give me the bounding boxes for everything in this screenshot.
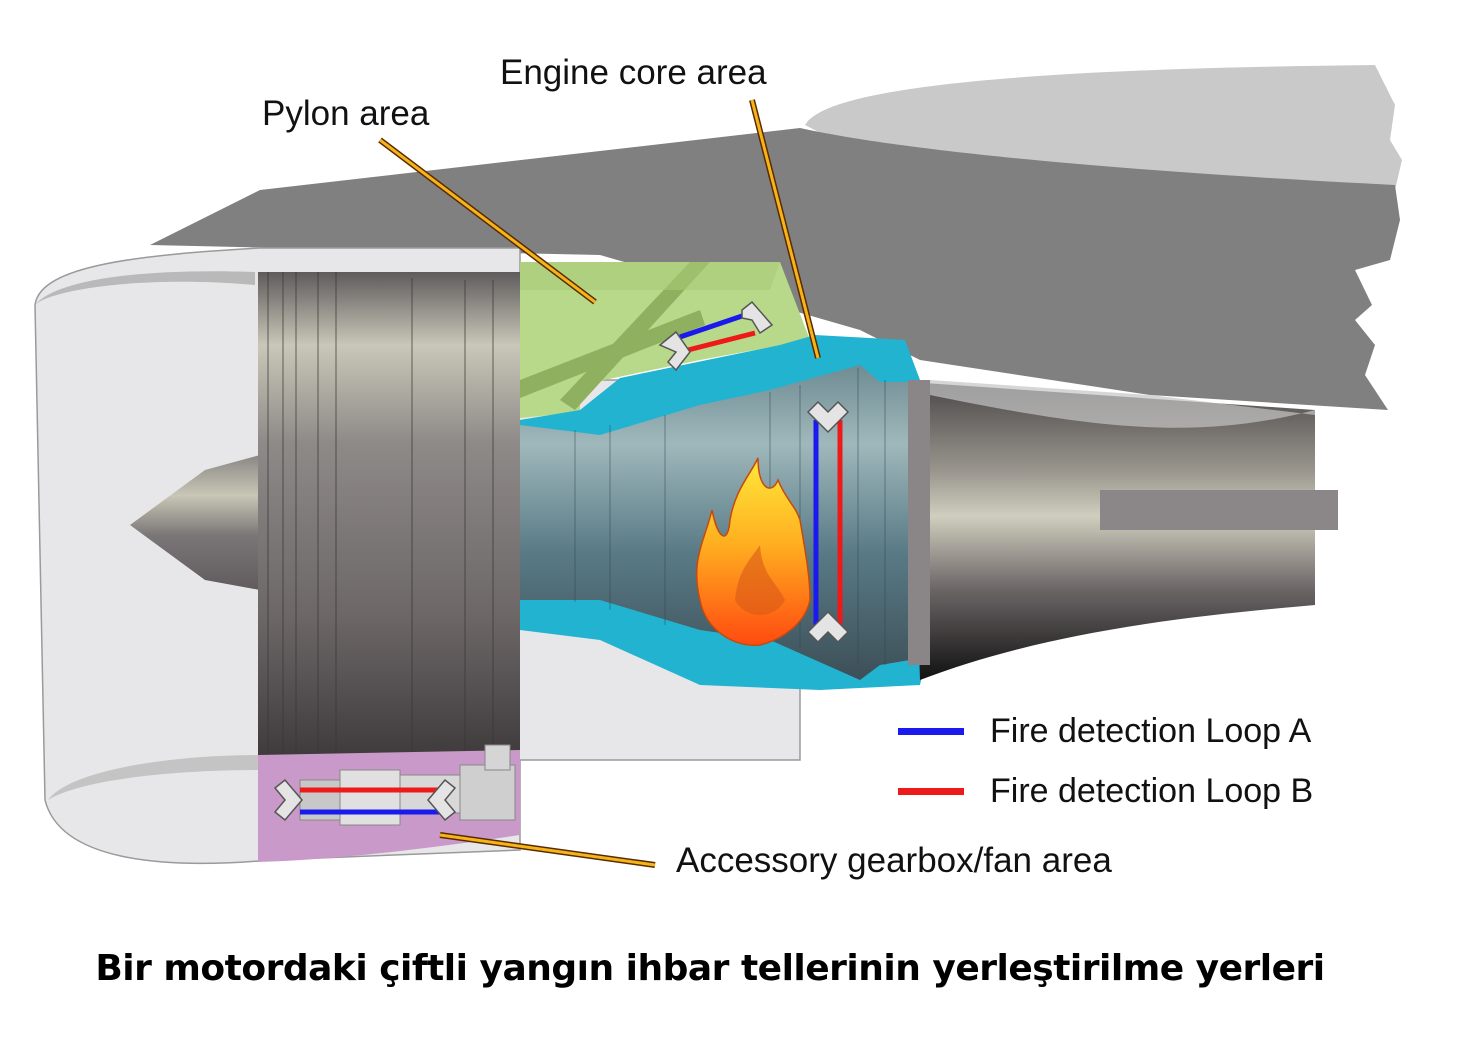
bypass-fairing	[930, 380, 1315, 428]
legend-label: Fire detection Loop B	[990, 772, 1314, 810]
core-clip-top	[806, 400, 850, 434]
loop-a-swatch	[898, 728, 964, 735]
fan-case-rings	[267, 272, 494, 760]
fan-case	[258, 272, 520, 760]
legend-label: Fire detection Loop A	[990, 712, 1312, 750]
pylon-strut-2	[560, 262, 710, 410]
core-casing-rings	[574, 368, 886, 665]
pylon-clip-right	[741, 300, 774, 335]
legend-item-loop-a: Fire detection Loop A	[898, 712, 1311, 751]
spinner-cone	[130, 455, 260, 590]
accessory-detection-loop	[273, 778, 457, 822]
pylon-area-label: Pylon area	[262, 94, 430, 133]
nacelle-inlet-lip	[35, 271, 255, 305]
core-clip-bottom	[806, 610, 850, 644]
core-detection-loop	[806, 400, 850, 644]
exhaust-nozzle	[910, 382, 1315, 680]
legend-item-loop-b: Fire detection Loop B	[898, 772, 1313, 811]
figure-caption: Bir motordaki çiftli yangın ihbar teller…	[95, 948, 1325, 989]
loop-b-swatch	[898, 788, 964, 795]
accessory-clip-right	[427, 778, 457, 822]
pylon-upper-band	[520, 262, 780, 290]
pylon-clip-left	[658, 330, 691, 372]
fire-icon	[695, 457, 811, 647]
leader-lines	[378, 99, 821, 868]
pylon-detection-loop	[658, 300, 774, 372]
exhaust-plug	[1100, 490, 1338, 530]
accessory-clip-left	[273, 778, 303, 822]
accessory-gearbox-area-label: Accessory gearbox/fan area	[676, 841, 1112, 880]
engine-core-area-label: Engine core area	[500, 53, 767, 92]
nacelle-lower-lip	[48, 755, 260, 800]
exhaust-ring	[908, 380, 930, 665]
